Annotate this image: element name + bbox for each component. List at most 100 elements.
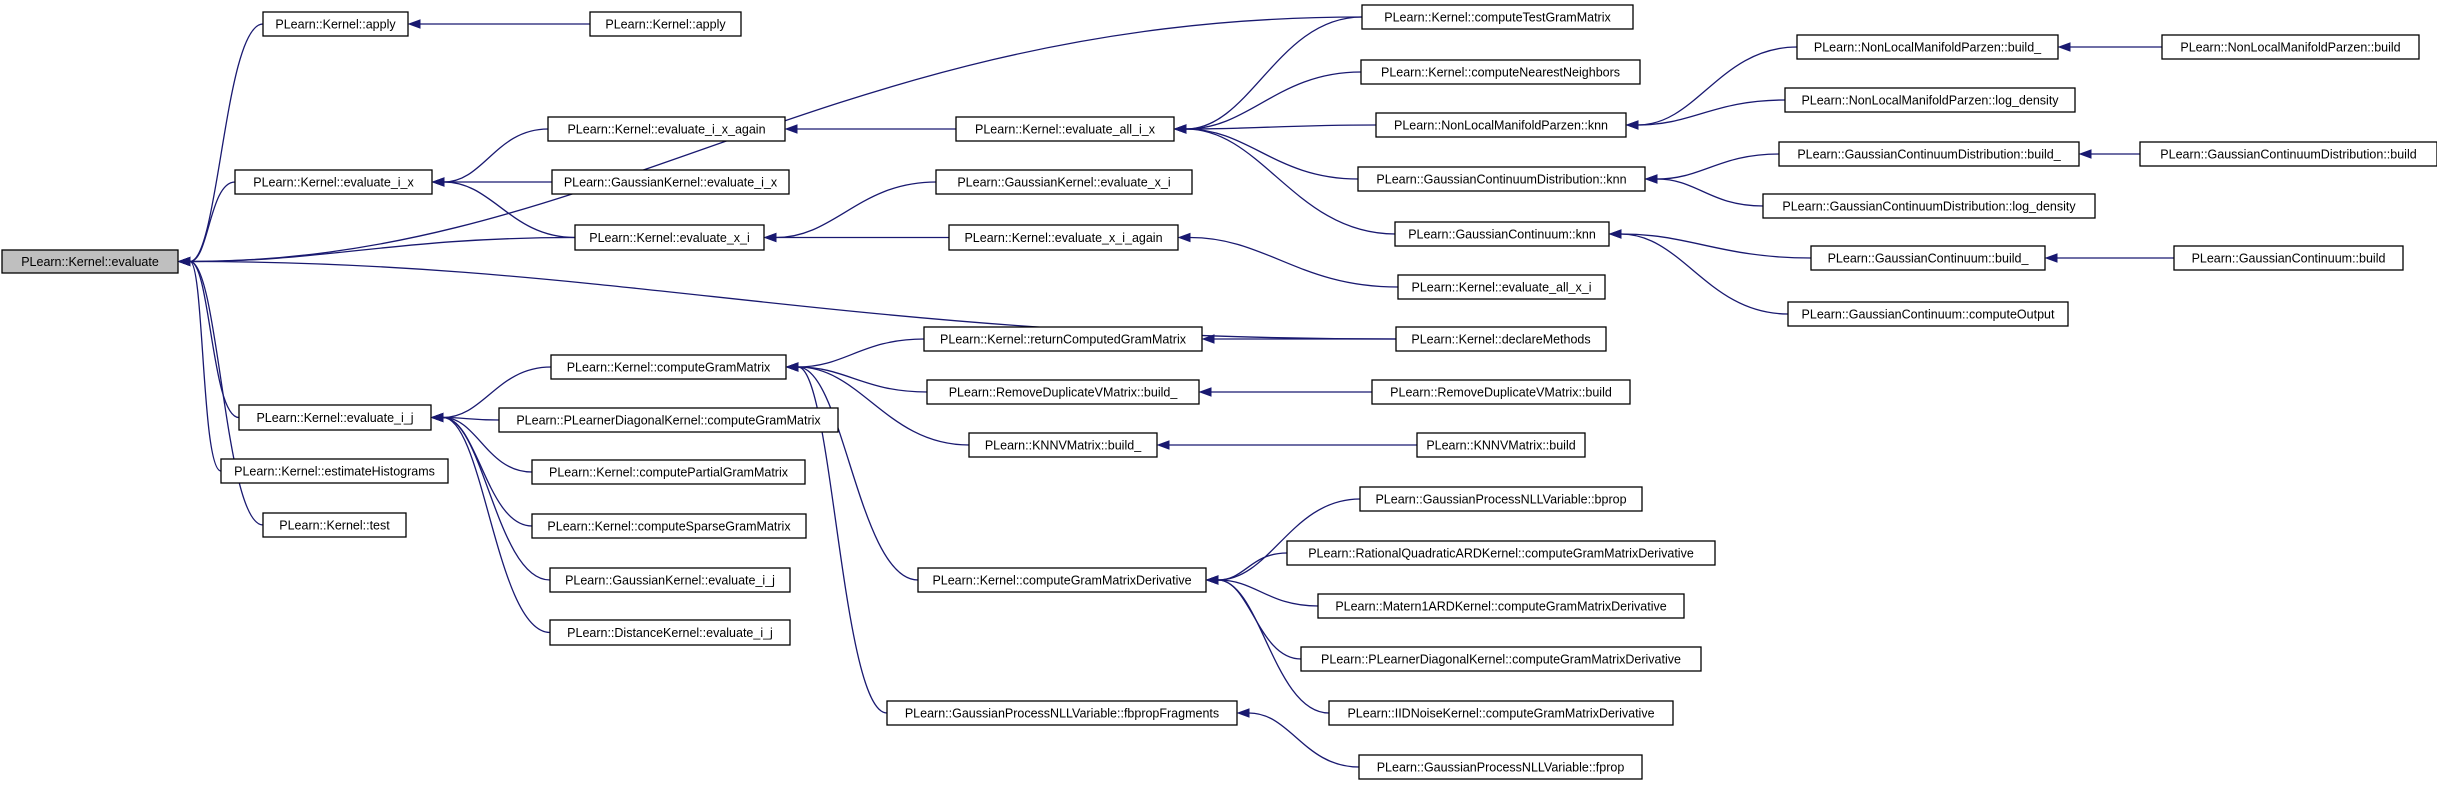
node-box (1, 249, 179, 274)
edge-nlmp-build--to-nlmp-knn (1625, 46, 1798, 130)
arrowhead (1198, 387, 1212, 397)
arrowhead (430, 412, 444, 423)
node-gc-knn[interactable]: PLearn::GaussianContinuum::knn (1394, 221, 1610, 247)
node-gpnll-fprop[interactable]: PLearn::GaussianProcessNLLVariable::fpro… (1358, 754, 1643, 780)
node-apply1[interactable]: PLearn::Kernel::apply (262, 11, 409, 37)
node-returnComputedGramMatrix[interactable]: PLearn::Kernel::returnComputedGramMatrix (923, 326, 1203, 352)
node-evaluate-all-i-x[interactable]: PLearn::Kernel::evaluate_all_i_x (955, 116, 1175, 142)
node-box (1762, 193, 2096, 219)
node-label: PLearn::Kernel::test (279, 519, 390, 533)
node-dk-evaluate-i-j[interactable]: PLearn::DistanceKernel::evaluate_i_j (549, 619, 791, 646)
node-gcd-build-[interactable]: PLearn::GaussianContinuumDistribution::b… (1778, 141, 2080, 167)
edge-line (1248, 712, 1360, 768)
node-evaluate-x-i[interactable]: PLearn::Kernel::evaluate_x_i (574, 224, 765, 251)
edge-evaluate-x-i-again-to-evaluate-x-i (763, 232, 950, 243)
node-apply2[interactable]: PLearn::Kernel::apply (589, 11, 742, 37)
node-box (262, 512, 407, 538)
node-nlmp-log-density[interactable]: PLearn::NonLocalManifoldParzen::log_dens… (1784, 87, 2076, 113)
node-evaluate-i-j[interactable]: PLearn::Kernel::evaluate_i_j (238, 404, 432, 431)
edge-returnComputedGramMatrix-to-computeGramMatrix (785, 338, 925, 372)
node-label: PLearn::RemoveDuplicateVMatrix::build_ (949, 386, 1179, 400)
node-label: PLearn::GaussianProcessNLLVariable::fpro… (1377, 761, 1625, 775)
node-matern-cgmd[interactable]: PLearn::Matern1ARDKernel::computeGramMat… (1317, 593, 1685, 619)
node-nlmp-knn[interactable]: PLearn::NonLocalManifoldParzen::knn (1375, 112, 1627, 138)
node-evaluate[interactable]: PLearn::Kernel::evaluate (1, 249, 179, 274)
node-box (551, 169, 790, 195)
node-test[interactable]: PLearn::Kernel::test (262, 512, 407, 538)
node-computeTestGramMatrix[interactable]: PLearn::Kernel::computeTestGramMatrix (1361, 4, 1634, 30)
node-label: PLearn::GaussianContinuumDistribution::k… (1376, 173, 1626, 187)
node-gk-evaluate-x-i[interactable]: PLearn::GaussianKernel::evaluate_x_i (935, 169, 1193, 195)
node-gc-build[interactable]: PLearn::GaussianContinuum::build (2173, 245, 2404, 271)
node-knnv-build-[interactable]: PLearn::KNNVMatrix::build_ (968, 432, 1158, 458)
node-rqard-cgmd[interactable]: PLearn::RationalQuadraticARDKernel::comp… (1286, 540, 1716, 566)
node-computePartialGramMatrix[interactable]: PLearn::Kernel::computePartialGramMatrix (531, 459, 806, 485)
node-label: PLearn::Kernel::evaluate_i_j (256, 411, 413, 425)
arrowhead (1608, 229, 1622, 239)
edge-declareMethods-to-returnComputedGramMatrix (1201, 334, 1396, 344)
node-box (1395, 326, 1607, 352)
node-box (547, 116, 786, 142)
edge-iid-cgmd-to-computeGramMatrixDerivative (1205, 575, 1330, 714)
node-label: PLearn::Kernel::returnComputedGramMatrix (940, 333, 1187, 347)
node-label: PLearn::Kernel::computeGramMatrixDerivat… (932, 574, 1191, 588)
node-gc-build-[interactable]: PLearn::GaussianContinuum::build_ (1810, 245, 2046, 271)
node-box (1286, 540, 1716, 566)
node-label: PLearn::GaussianKernel::evaluate_i_j (565, 574, 775, 588)
node-estimateHistograms[interactable]: PLearn::Kernel::estimateHistograms (220, 458, 449, 484)
node-label: PLearn::Kernel::apply (275, 18, 396, 32)
node-gpnll-bprop[interactable]: PLearn::GaussianProcessNLLVariable::bpro… (1359, 486, 1643, 512)
node-rdvm-build[interactable]: PLearn::RemoveDuplicateVMatrix::build (1371, 379, 1631, 405)
node-box (574, 224, 765, 251)
node-gcd-build[interactable]: PLearn::GaussianContinuumDistribution::b… (2139, 141, 2437, 167)
node-computeNearestNeighbors[interactable]: PLearn::Kernel::computeNearestNeighbors (1360, 59, 1641, 85)
node-evaluate-i-x[interactable]: PLearn::Kernel::evaluate_i_x (234, 169, 433, 195)
node-nlmp-build-[interactable]: PLearn::NonLocalManifoldParzen::build_ (1796, 34, 2059, 60)
edge-line (1185, 128, 1396, 235)
node-gk-evaluate-i-j[interactable]: PLearn::GaussianKernel::evaluate_i_j (549, 567, 791, 593)
node-label: PLearn::GaussianProcessNLLVariable::fbpr… (905, 707, 1219, 721)
node-gc-computeOutput[interactable]: PLearn::GaussianContinuum::computeOutput (1787, 301, 2069, 327)
node-gk-evaluate-i-x[interactable]: PLearn::GaussianKernel::evaluate_i_x (551, 169, 790, 195)
node-box (2161, 34, 2420, 60)
node-box (923, 326, 1203, 352)
node-label: PLearn::Kernel::evaluate_x_i (589, 231, 750, 245)
node-computeGramMatrixDerivative[interactable]: PLearn::Kernel::computeGramMatrixDerivat… (917, 567, 1207, 593)
node-box (220, 458, 449, 484)
node-knnv-build[interactable]: PLearn::KNNVMatrix::build (1416, 432, 1586, 458)
node-declareMethods[interactable]: PLearn::Kernel::declareMethods (1395, 326, 1607, 352)
node-gcd-log-density[interactable]: PLearn::GaussianContinuumDistribution::l… (1762, 193, 2096, 219)
node-pld-computeGramMatrix[interactable]: PLearn::PLearnerDiagonalKernel::computeG… (498, 407, 839, 433)
edge-evaluate-i-x-to-evaluate (177, 181, 236, 267)
node-evaluate-x-i-again[interactable]: PLearn::Kernel::evaluate_x_i_again (948, 224, 1179, 251)
nodes-layer: PLearn::Kernel::evaluatePLearn::Kernel::… (1, 4, 2437, 780)
edge-gcd-log-density-to-gcd-knn (1644, 174, 1764, 207)
edge-evaluate-all-x-i-to-evaluate-x-i-again (1177, 232, 1399, 288)
node-rdvm-build-[interactable]: PLearn::RemoveDuplicateVMatrix::build_ (926, 379, 1200, 405)
edge-gpnll-fbpropFragments-to-computeGramMatrix (785, 362, 888, 714)
node-gcd-knn[interactable]: PLearn::GaussianContinuumDistribution::k… (1357, 166, 1646, 192)
node-label: PLearn::Kernel::evaluate_x_i_again (964, 231, 1162, 245)
edge-line (189, 236, 576, 263)
node-gpnll-fbpropFragments[interactable]: PLearn::GaussianProcessNLLVariable::fbpr… (886, 700, 1238, 726)
node-evaluate-all-x-i[interactable]: PLearn::Kernel::evaluate_all_x_i (1397, 274, 1606, 300)
node-label: PLearn::Kernel::computeTestGramMatrix (1384, 11, 1611, 25)
node-box (926, 379, 1200, 405)
node-box (262, 11, 409, 37)
arrowhead (431, 177, 445, 187)
node-box (1416, 432, 1586, 458)
edge-line (797, 366, 928, 393)
edge-nlmp-log-density-to-nlmp-knn (1625, 99, 1786, 130)
node-computeGramMatrix[interactable]: PLearn::Kernel::computeGramMatrix (550, 354, 787, 380)
node-nlmp-build[interactable]: PLearn::NonLocalManifoldParzen::build (2161, 34, 2420, 60)
node-box (1810, 245, 2046, 271)
edge-line (797, 366, 888, 714)
node-label: PLearn::Kernel::computePartialGramMatrix (549, 466, 789, 480)
node-computeSparseGramMatrix[interactable]: PLearn::Kernel::computeSparseGramMatrix (531, 513, 807, 539)
node-iid-cgmd[interactable]: PLearn::IIDNoiseKernel::computeGramMatri… (1328, 700, 1674, 726)
node-evaluate-i-x-again[interactable]: PLearn::Kernel::evaluate_i_x_again (547, 116, 786, 142)
node-pld-cgmd[interactable]: PLearn::PLearnerDiagonalKernel::computeG… (1300, 646, 1702, 672)
arrowhead (177, 256, 191, 267)
node-box (498, 407, 839, 433)
